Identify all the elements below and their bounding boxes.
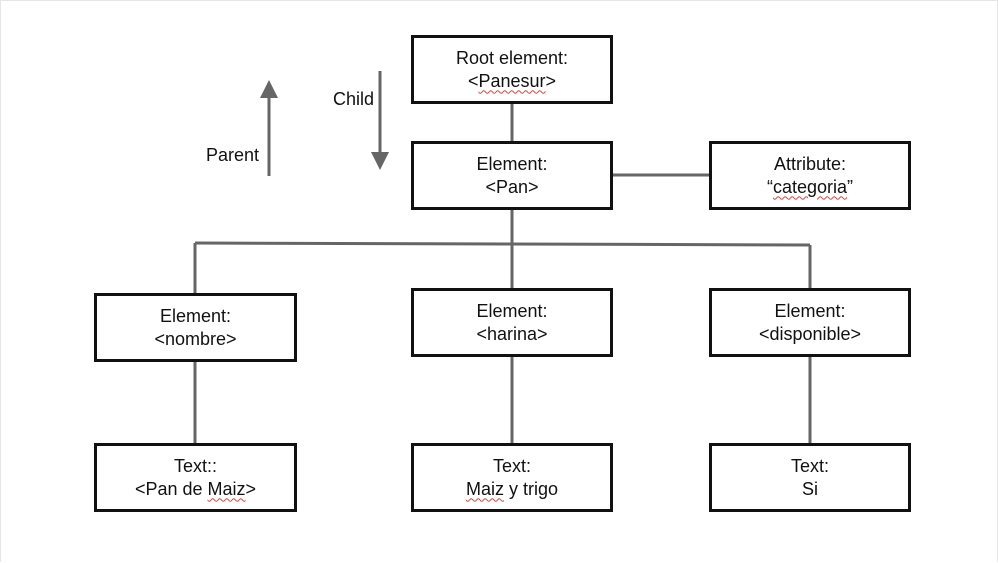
node-title: Text: xyxy=(492,455,531,476)
node-value: <Pan de Maiz> xyxy=(134,478,257,499)
child-label: Child xyxy=(333,89,375,109)
node-tag: <disponible> xyxy=(758,323,862,344)
harina-text-node: Text: Maiz y trigo xyxy=(411,443,613,512)
node-value: Maiz y trigo xyxy=(465,478,559,499)
node-title: Text: xyxy=(790,455,829,476)
node-tag: <Panesur> xyxy=(467,70,557,91)
node-title: Element: xyxy=(159,305,232,326)
node-title: Attribute: xyxy=(773,153,847,174)
disponible-text-node: Text: Si xyxy=(709,443,911,512)
nombre-element-node: Element: <nombre> xyxy=(94,293,297,362)
pan-element-node: Element: <Pan> xyxy=(411,141,613,210)
connector-children-bar xyxy=(194,241,811,247)
node-value: Si xyxy=(801,478,818,499)
parent-label: Parent xyxy=(206,145,260,165)
root-element-node: Root element: <Panesur> xyxy=(411,35,613,104)
node-tag: <nombre> xyxy=(154,328,237,349)
nombre-text-node: Text:: <Pan de Maiz> xyxy=(94,443,297,512)
node-title: Element: xyxy=(774,300,846,321)
node-tag: <Pan> xyxy=(485,176,539,197)
node-title: Element: xyxy=(476,300,548,321)
harina-element-node: Element: <harina> xyxy=(411,288,613,357)
node-title: Text:: xyxy=(173,455,217,476)
node-title: Element: xyxy=(476,153,548,174)
node-value: “categoria” xyxy=(766,176,854,197)
attribute-node: Attribute: “categoria” xyxy=(709,141,911,210)
disponible-element-node: Element: <disponible> xyxy=(709,288,911,357)
node-tag: <harina> xyxy=(476,323,548,344)
node-title: Root element: xyxy=(455,47,569,68)
